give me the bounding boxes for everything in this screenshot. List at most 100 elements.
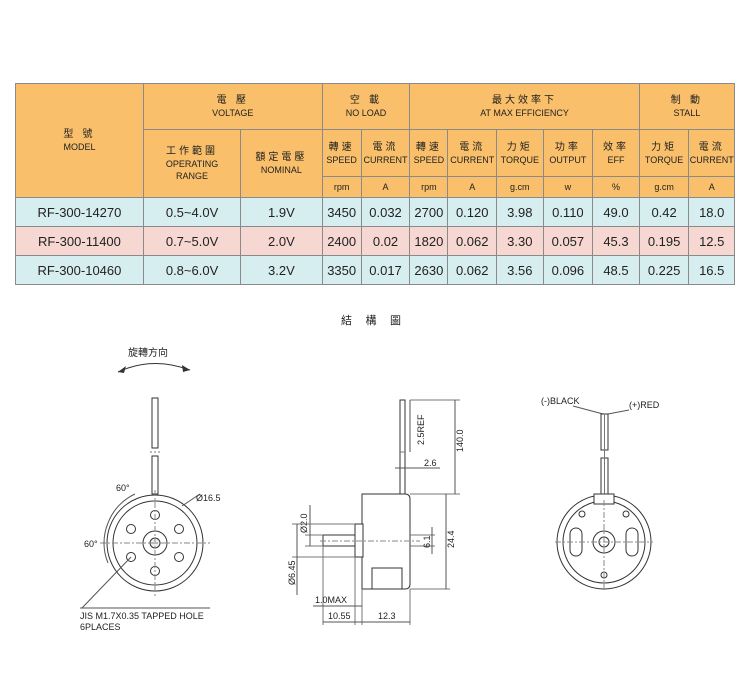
angle-top-label: 60° — [116, 483, 130, 493]
table-cell: 0.017 — [360, 255, 411, 285]
table-cell: 0.5~4.0V — [142, 197, 242, 227]
diameter-label: Ø16.5 — [196, 493, 221, 503]
table-cell: 0.032 — [360, 197, 411, 227]
unit-cell: rpm — [321, 176, 362, 198]
table-cell: 0.7~5.0V — [142, 226, 242, 256]
rotation-arrow — [117, 362, 191, 373]
rear-view: (-)BLACK (+)RED — [541, 396, 660, 592]
rotation-label: 旋轉方向 — [128, 346, 168, 359]
nominal-header: 額定電壓 NOMINAL — [240, 129, 323, 198]
neg-lead-label: (-)BLACK — [541, 396, 580, 406]
table-cell: 16.5 — [688, 255, 735, 285]
table-cell: 3350 — [321, 255, 362, 285]
shaft-len-dim: 10.55 — [328, 611, 351, 621]
angle-left-label: 60° — [84, 539, 98, 549]
table-cell: 49.0 — [592, 197, 640, 227]
model-header: 型 號 MODEL — [15, 83, 144, 198]
vent-hole — [578, 510, 586, 518]
tab-dim: 2.6 — [424, 458, 437, 468]
table-cell: 0.120 — [447, 197, 498, 227]
noload-header: 空 載 NO LOAD — [321, 83, 411, 130]
stall-header: 制 動 STALL — [638, 83, 736, 130]
unit-cell: A — [447, 176, 498, 198]
pos-lead-label: (+)RED — [629, 400, 660, 410]
table-cell: 18.0 — [688, 197, 735, 227]
hole-note-2: 6PLACES — [80, 622, 121, 632]
table-cell: 0.02 — [360, 226, 411, 256]
lead-wire-rear-upper — [600, 413, 609, 451]
range-header: 工作範圍 OPERATING RANGE — [142, 129, 242, 198]
model-cell: RF-300-10460 — [15, 255, 144, 285]
motor-face-boss — [142, 530, 168, 556]
mount-hole — [174, 552, 184, 562]
table-row: RF-300-11400 0.7~5.0V 2.0V 2400 0.02 182… — [15, 226, 735, 256]
mount-hole — [174, 524, 184, 534]
bearing-inner — [598, 536, 610, 548]
table-cell: 1.9V — [240, 197, 323, 227]
table-cell: 3.2V — [240, 255, 323, 285]
rotation-arrow-head-left — [118, 366, 126, 373]
body-dia-dim: 24.4 — [446, 530, 456, 548]
motor-shaft — [149, 537, 161, 549]
mount-hole — [126, 524, 136, 534]
rear-face-inner — [562, 500, 646, 584]
boss-dim: 6.1 — [422, 535, 432, 548]
bearing-boss — [592, 530, 616, 554]
mount-hole — [150, 566, 160, 576]
table-cell: 2400 — [321, 226, 362, 256]
unit-cell: w — [542, 176, 594, 198]
table-cell: 2700 — [409, 197, 449, 227]
lead-wire-rear-lower — [600, 457, 609, 497]
terminal-tab — [593, 493, 615, 505]
table-cell: 0.195 — [638, 226, 690, 256]
model-cell: RF-300-14270 — [15, 197, 144, 227]
voltage-header: 電 壓 VOLTAGE — [142, 83, 323, 130]
table-cell: 2.0V — [240, 226, 323, 256]
table-cell: 1820 — [409, 226, 449, 256]
motor-shaft-side — [322, 534, 356, 547]
table-row: RF-300-10460 0.8~6.0V 3.2V 3350 0.017 26… — [15, 255, 735, 285]
table-cell: 12.5 — [688, 226, 735, 256]
table-cell: 3.98 — [496, 197, 544, 227]
mount-hole — [126, 552, 136, 562]
unit-cell: g.cm — [496, 176, 544, 198]
lead-tab — [399, 399, 406, 496]
table-cell: 2630 — [409, 255, 449, 285]
table-cell: 48.5 — [592, 255, 640, 285]
unit-cell: rpm — [409, 176, 449, 198]
table-cell: 3.30 — [496, 226, 544, 256]
shaft-max-dim: 1.0MAX — [315, 595, 347, 605]
motor-boss — [354, 523, 364, 558]
table-row: RF-300-14270 0.5~4.0V 1.9V 3450 0.032 27… — [15, 197, 735, 227]
motor-face-outer — [106, 494, 204, 592]
table-cell: 0.8~6.0V — [142, 255, 242, 285]
length-dim: 140.0 — [455, 429, 465, 452]
front-view: 旋轉方向 60° 60° Ø16.5 JIS M1.7X0.35 TAPPED … — [80, 346, 221, 632]
side-view: 140.0 2.5REF 2.6 6.1 24.4 Ø2.0 Ø6.45 1.0… — [287, 399, 465, 625]
rear-slot-right — [625, 527, 639, 557]
unit-cell: g.cm — [638, 176, 690, 198]
table-cell: 0.110 — [542, 197, 594, 227]
table-cell: 0.057 — [542, 226, 594, 256]
rear-face-outer — [556, 494, 652, 590]
table-cell: 45.3 — [592, 226, 640, 256]
vent-hole — [622, 510, 630, 518]
spec-table: 型 號 MODEL 電 壓 VOLTAGE 空 載 NO LOAD 最大效率下 … — [15, 83, 736, 285]
table-cell: 3450 — [321, 197, 362, 227]
unit-cell: % — [592, 176, 640, 198]
ref-dim: 2.5REF — [416, 414, 426, 445]
motor-face-inner — [112, 500, 198, 586]
rear-slot-left — [569, 527, 583, 557]
mount-hole — [150, 510, 160, 520]
model-cell: RF-300-11400 — [15, 226, 144, 256]
table-cell: 0.225 — [638, 255, 690, 285]
table-cell: 0.062 — [447, 226, 498, 256]
boss-dia-dim: Ø6.45 — [287, 560, 297, 585]
